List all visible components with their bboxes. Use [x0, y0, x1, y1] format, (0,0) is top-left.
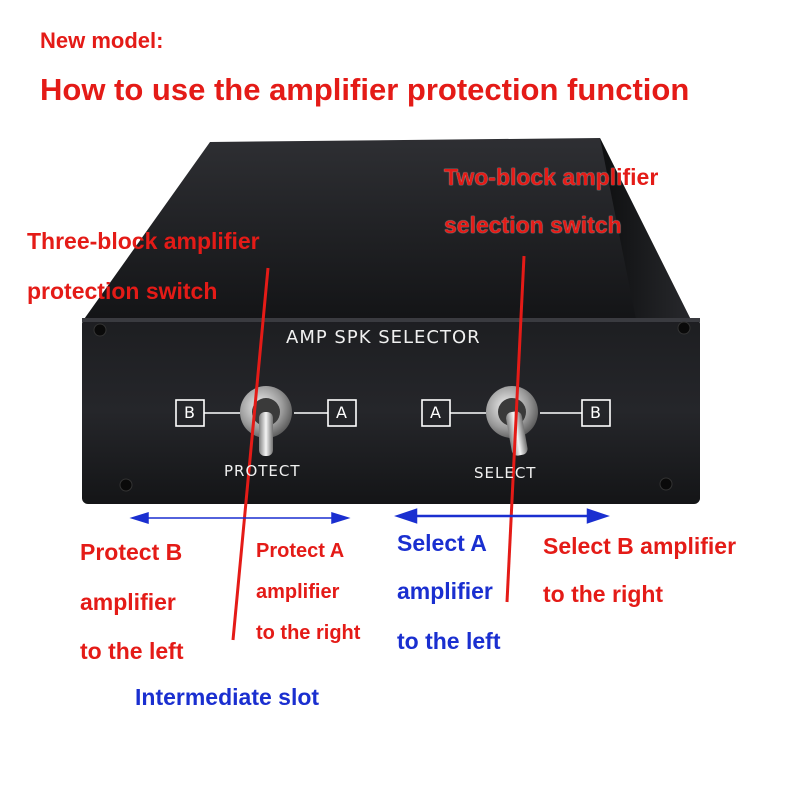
protect-a-label-line3: to the right — [256, 622, 361, 644]
select-caption: SELECT — [474, 464, 537, 482]
protect-switch-diagram — [175, 399, 357, 427]
select-b-label-line2: to the right — [543, 581, 664, 607]
device-front-panel — [82, 318, 700, 504]
protect-b-label-line2: amplifier — [80, 589, 176, 615]
select-a-label-line3: to the left — [397, 628, 501, 654]
three-block-label-line1: Three-block amplifier — [27, 228, 260, 254]
intermediate-slot-label: Intermediate slot — [135, 684, 320, 710]
select-a-label-line1: Select A — [397, 530, 487, 556]
heading-title: How to use the amplifier protection func… — [40, 72, 690, 107]
device-top-panel — [82, 138, 690, 322]
select-direction-arrows — [394, 508, 610, 524]
panel-title: AMP SPK SELECTOR — [286, 327, 481, 348]
protect-b-label-line3: to the left — [80, 638, 184, 664]
select-a-label-line2: amplifier — [397, 578, 493, 604]
heading-new-model: New model: — [40, 28, 164, 53]
select-b-label-line1: Select B amplifier — [543, 533, 737, 559]
screw-icon — [93, 321, 691, 492]
protect-direction-arrows — [129, 511, 351, 525]
select-switch-diagram — [421, 399, 611, 427]
protect-a-marker: A — [336, 403, 347, 422]
pointer-line-two-block — [505, 255, 526, 603]
protect-a-label-line2: amplifier — [256, 581, 340, 603]
protect-a-label-line1: Protect A — [256, 540, 345, 562]
select-a-marker: A — [430, 403, 441, 422]
select-toggle-switch[interactable] — [486, 386, 538, 457]
three-block-label-line2: protection switch — [27, 278, 218, 304]
protect-caption: PROTECT — [224, 462, 301, 480]
protect-b-label-line1: Protect B — [80, 539, 183, 565]
two-block-label-line1: Two-block amplifier — [444, 164, 659, 190]
pointer-line-three-block — [231, 267, 270, 641]
select-b-marker: B — [590, 403, 601, 422]
two-block-label-line2: selection switch — [444, 212, 622, 238]
protect-b-marker: B — [184, 403, 195, 422]
